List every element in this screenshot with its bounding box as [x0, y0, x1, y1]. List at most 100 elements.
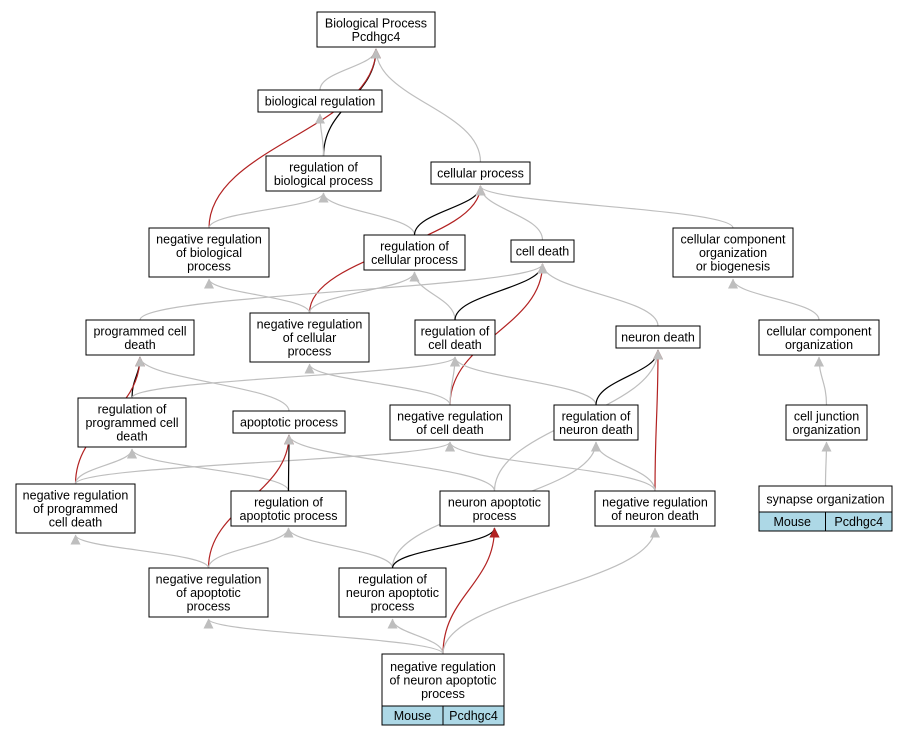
term-label-line: regulation of: [421, 324, 490, 338]
term-label-line: neuron apoptotic: [448, 495, 541, 509]
term-label-line: process: [288, 345, 332, 359]
term-box: [430, 161, 531, 185]
edge-negatively-regulates-negregnd-to-neurondeath: [652, 349, 663, 492]
edge-is-a-pcd-to-celldeath: [139, 263, 548, 321]
term-box: [510, 239, 575, 263]
term-box: [439, 490, 550, 527]
term-label-line: regulation of: [380, 239, 449, 253]
edge-is-a-negregnd-to-negregcd: [445, 441, 656, 492]
term-box: [338, 567, 447, 618]
term-box: [758, 319, 880, 356]
term-label-line: negative regulation: [156, 573, 262, 587]
edge-is-a-nap-to-apop: [284, 434, 496, 492]
edge-is-a-negregpcd-to-negregcd: [74, 441, 455, 485]
edge-is-a-ccob-to-cellproc: [475, 185, 734, 229]
edge-is-a-bioreg-to-bp: [319, 48, 381, 91]
term-box: [85, 319, 195, 356]
edge-part-of-regcd-to-celldeath: [454, 263, 548, 321]
term-node-cellproc[interactable]: cellular process: [430, 161, 531, 185]
edge-is-a-regpcd-to-regcd: [131, 356, 460, 399]
term-node-apop[interactable]: apoptotic process: [232, 410, 346, 434]
term-label-line: cell death: [516, 245, 570, 259]
term-box: [316, 11, 436, 48]
edge-part-of-regpcd-to-pcd: [131, 356, 145, 399]
term-label-line: apoptotic process: [240, 509, 338, 523]
term-label-line: programmed cell: [85, 416, 178, 430]
term-label-line: cellular component: [767, 324, 872, 338]
term-node-celldeath[interactable]: cell death: [510, 239, 575, 263]
edge-is-a-negregnap-to-negregnd: [442, 527, 660, 655]
term-label-line: process: [421, 687, 465, 701]
gene-cell: [825, 511, 893, 532]
term-label-line: of cellular: [283, 331, 337, 345]
term-label-line: process: [371, 600, 415, 614]
term-box: [389, 404, 511, 441]
term-label-line: cellular component: [681, 233, 786, 247]
edge-negatively-regulates-negregbp-to-bp: [208, 48, 381, 229]
term-label-line: death: [116, 430, 147, 444]
edge-is-a-regap-to-regpcd: [127, 448, 290, 492]
term-label-line: process: [187, 600, 231, 614]
term-box: [594, 490, 716, 527]
term-label-line: of programmed: [33, 502, 118, 516]
term-box: [148, 567, 269, 618]
edge-part-of-regcp-to-cellproc: [413, 185, 486, 236]
term-label-line: of apoptotic: [176, 586, 241, 600]
term-label-line: of neuron apoptotic: [389, 674, 496, 688]
term-label-line: death: [124, 338, 155, 352]
term-label-line: biological process: [274, 174, 373, 188]
term-box: [553, 404, 639, 441]
term-node-bioreg[interactable]: biological regulation: [257, 89, 383, 113]
term-label-line: of cell death: [416, 423, 483, 437]
term-label-line: Pcdhgc4: [352, 30, 401, 44]
edge-is-a-regcp-to-regbp: [318, 192, 416, 236]
term-label-line: cellular process: [371, 253, 458, 267]
edge-is-a-cjo-to-cco: [814, 356, 828, 406]
term-box: [230, 490, 347, 527]
term-label-line: regulation of: [562, 409, 631, 423]
edge-is-a-negregap-to-negregpcd: [70, 534, 210, 569]
edge-negatively-regulates-negregnap-to-nap: [442, 527, 500, 655]
edge-is-a-neurondeath-to-celldeath: [537, 263, 659, 327]
edge-is-a-negregcp-to-negregbp: [204, 278, 311, 314]
term-box: [15, 483, 136, 534]
term-label-line: regulation of: [254, 495, 323, 509]
term-label-line: organization: [699, 246, 767, 260]
edge-is-a-cellproc-to-bp: [371, 48, 482, 163]
term-label-line: cell junction: [794, 409, 859, 423]
term-label-line: Biological Process: [325, 16, 427, 30]
term-label-line: neuron death: [621, 331, 695, 345]
term-label-line: regulation of: [289, 160, 358, 174]
term-node-neurondeath[interactable]: neuron death: [615, 325, 701, 349]
gene-label: Pcdhgc4: [449, 709, 498, 723]
term-label-line: apoptotic process: [240, 416, 338, 430]
term-label-line: process: [473, 509, 517, 523]
term-label-line: negative regulation: [397, 409, 503, 423]
species-label: Mouse: [394, 709, 432, 723]
gene-label: Pcdhgc4: [834, 515, 883, 529]
term-box: [249, 312, 370, 363]
